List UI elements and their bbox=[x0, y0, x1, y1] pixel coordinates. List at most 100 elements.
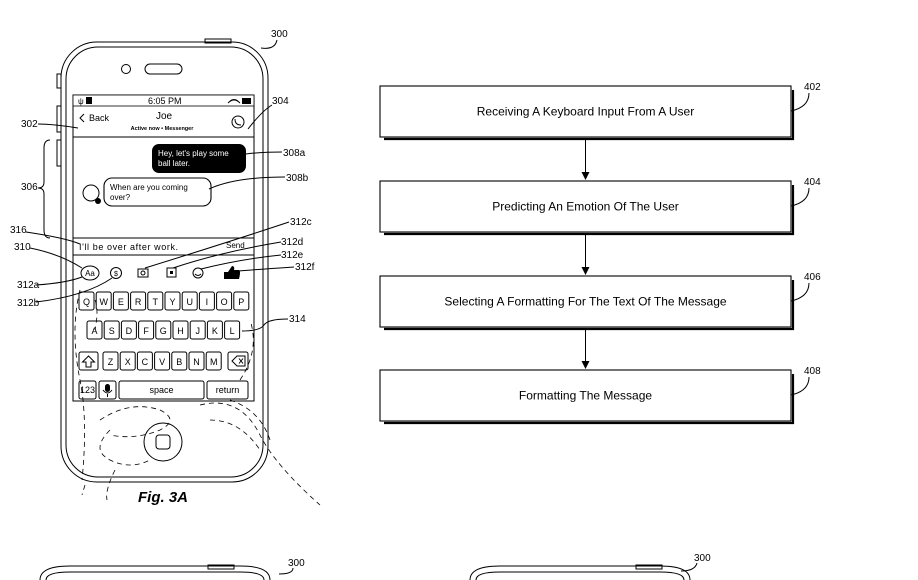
svg-text:312c: 312c bbox=[290, 217, 312, 228]
back-button[interactable]: Back bbox=[89, 113, 110, 123]
key-t[interactable]: T bbox=[147, 291, 164, 311]
svg-text:Z: Z bbox=[108, 357, 114, 367]
svg-text:Y: Y bbox=[169, 297, 175, 307]
key-i[interactable]: I bbox=[198, 291, 215, 311]
key-d[interactable]: D bbox=[120, 320, 137, 340]
key-w[interactable]: W bbox=[95, 291, 112, 311]
svg-text:312b: 312b bbox=[17, 298, 40, 309]
svg-text:$: $ bbox=[114, 271, 118, 278]
svg-text:302: 302 bbox=[21, 119, 38, 130]
key-y[interactable]: Y bbox=[164, 291, 181, 311]
flow-step-ref: 408 bbox=[804, 366, 821, 377]
svg-text:308a: 308a bbox=[283, 148, 306, 159]
key-z[interactable]: Z bbox=[102, 351, 119, 371]
flow-step-ref: 402 bbox=[804, 82, 821, 93]
key-p[interactable]: P bbox=[233, 291, 250, 311]
svg-text:312a: 312a bbox=[17, 280, 40, 291]
svg-text:312d: 312d bbox=[281, 237, 303, 248]
key-s[interactable]: S bbox=[103, 320, 120, 340]
payment-icon[interactable] bbox=[110, 267, 122, 279]
flow-arrow bbox=[581, 329, 590, 369]
emoji-icon[interactable] bbox=[192, 267, 204, 279]
flowchart: Receiving A Keyboard Input From A User 40… bbox=[379, 82, 821, 425]
flow-step-402: Receiving A Keyboard Input From A User 40… bbox=[379, 82, 821, 141]
flow-step-408: Formatting The Message 408 bbox=[379, 366, 821, 425]
thumbs-up-icon[interactable] bbox=[224, 266, 240, 279]
contact-status: Active now • Messenger bbox=[131, 126, 195, 132]
key-v[interactable]: V bbox=[154, 351, 171, 371]
return-key[interactable]: return bbox=[206, 380, 249, 400]
svg-text:300: 300 bbox=[271, 29, 288, 40]
svg-text:316: 316 bbox=[10, 225, 27, 236]
key-b[interactable]: B bbox=[171, 351, 188, 371]
signal-icon: ψ bbox=[78, 97, 84, 106]
key-q[interactable]: Q bbox=[78, 291, 95, 311]
flow-step-404: Predicting An Emotion Of The User 404 bbox=[379, 177, 821, 236]
contact-name: Joe bbox=[156, 111, 173, 122]
battery-icon bbox=[242, 98, 251, 104]
flow-step-text: Receiving A Keyboard Input From A User bbox=[477, 105, 694, 119]
flow-arrow bbox=[581, 234, 590, 275]
svg-text:S: S bbox=[109, 326, 115, 336]
svg-text:T: T bbox=[153, 297, 159, 307]
key-h[interactable]: H bbox=[172, 320, 189, 340]
svg-text:R: R bbox=[135, 297, 142, 307]
home-button[interactable] bbox=[143, 422, 183, 462]
send-button[interactable]: Send bbox=[226, 241, 245, 250]
call-icon[interactable] bbox=[231, 115, 245, 129]
outgoing-message-bubble: Hey, let's play some ball later. bbox=[152, 144, 246, 173]
shift-key[interactable] bbox=[78, 351, 99, 371]
svg-text:C: C bbox=[142, 357, 149, 367]
svg-text:308b: 308b bbox=[286, 173, 309, 184]
svg-text:Aa: Aa bbox=[85, 269, 95, 278]
back-chevron-icon[interactable] bbox=[79, 113, 85, 123]
numbers-key[interactable]: 123 bbox=[78, 380, 97, 400]
avatar bbox=[82, 184, 100, 202]
bottom-phone-right: 300 bbox=[469, 553, 711, 580]
message-input-bar[interactable]: I'll be over after work. Send bbox=[73, 237, 254, 256]
key-r[interactable]: R bbox=[130, 291, 147, 311]
key-c[interactable]: C bbox=[136, 351, 153, 371]
message-input[interactable]: I'll be over after work. bbox=[79, 242, 179, 252]
app-icon bbox=[86, 97, 92, 104]
key-l[interactable]: L bbox=[224, 320, 241, 340]
camera-icon[interactable] bbox=[137, 268, 149, 278]
outgoing-line-1: Hey, let's play some bbox=[158, 149, 229, 158]
svg-text:P: P bbox=[238, 297, 244, 307]
key-g[interactable]: G bbox=[155, 320, 172, 340]
gallery-icon[interactable] bbox=[166, 267, 177, 278]
key-m[interactable]: M bbox=[205, 351, 222, 371]
key-n[interactable]: N bbox=[188, 351, 205, 371]
space-key[interactable]: space bbox=[118, 380, 205, 400]
svg-text:314: 314 bbox=[289, 314, 306, 325]
flow-step-ref: 406 bbox=[804, 272, 821, 283]
svg-text:310: 310 bbox=[14, 242, 31, 253]
svg-text:H: H bbox=[177, 326, 184, 336]
flow-step-ref: 404 bbox=[804, 177, 821, 188]
svg-text:X: X bbox=[125, 357, 131, 367]
flow-step-text: Formatting The Message bbox=[519, 389, 652, 403]
mic-key[interactable] bbox=[98, 380, 117, 400]
key-f[interactable]: F bbox=[138, 320, 155, 340]
svg-text:J: J bbox=[195, 326, 200, 336]
key-e[interactable]: E bbox=[112, 291, 129, 311]
chat-header: Back Joe Active now • Messenger bbox=[73, 111, 254, 138]
key-u[interactable]: U bbox=[181, 291, 198, 311]
flow-step-406: Selecting A Formatting For The Text Of T… bbox=[379, 272, 821, 331]
svg-text:U: U bbox=[186, 297, 193, 307]
flow-step-text: Predicting An Emotion Of The User bbox=[492, 200, 679, 214]
bottom-left-ref: 300 bbox=[288, 558, 305, 569]
front-camera-icon bbox=[121, 64, 131, 74]
key-o[interactable]: O bbox=[216, 291, 233, 311]
key-k[interactable]: K bbox=[206, 320, 223, 340]
key-a[interactable]: A bbox=[86, 320, 103, 340]
svg-text:F: F bbox=[143, 326, 149, 336]
key-x[interactable]: X bbox=[119, 351, 136, 371]
flow-step-text: Selecting A Formatting For The Text Of T… bbox=[444, 295, 726, 309]
key-j[interactable]: J bbox=[189, 320, 206, 340]
format-button[interactable] bbox=[80, 265, 100, 281]
svg-text:space: space bbox=[149, 385, 173, 395]
backspace-key[interactable] bbox=[227, 351, 249, 371]
